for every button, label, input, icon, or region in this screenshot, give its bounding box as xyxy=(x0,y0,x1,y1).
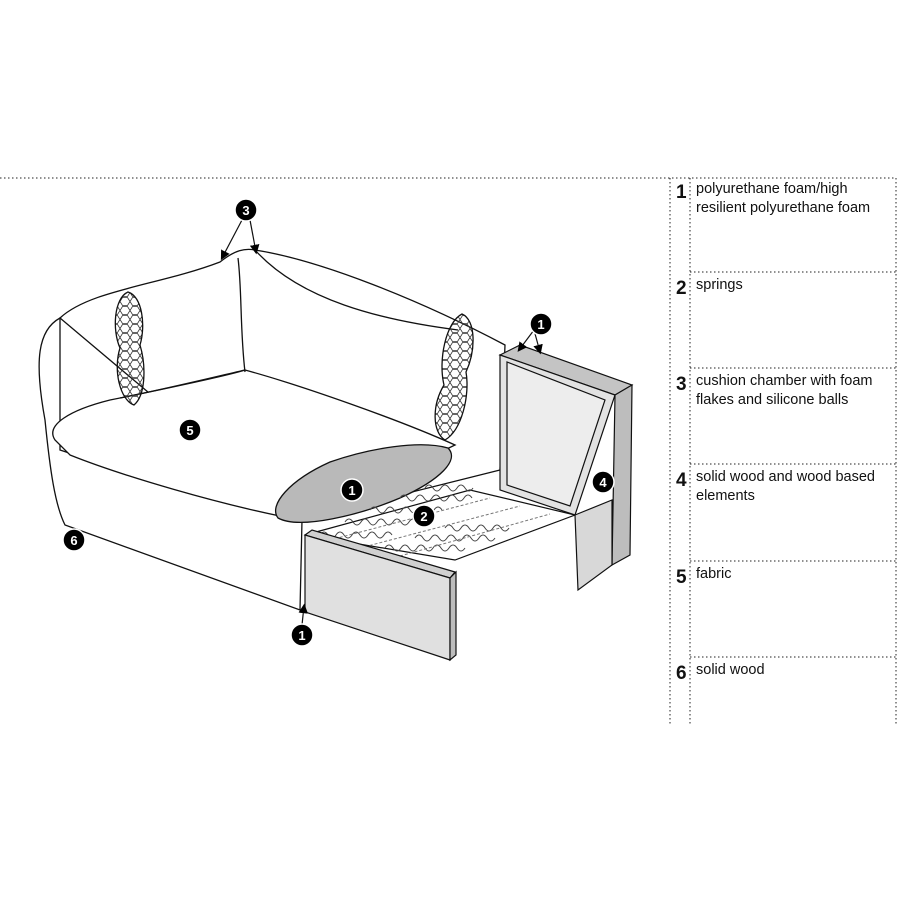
legend-text: springs xyxy=(696,277,743,293)
legend-number: 2 xyxy=(676,278,687,299)
callout-1-bottom-circle xyxy=(290,623,314,647)
callout-2-circle xyxy=(412,504,436,528)
callout-6: 6 xyxy=(70,533,77,548)
callout-3: 3 xyxy=(242,203,249,218)
callout-5-circle xyxy=(178,418,202,442)
sofa-upholstered-part xyxy=(38,248,506,611)
legend-number: 5 xyxy=(676,567,687,588)
dotted-frame xyxy=(0,177,897,725)
legend-text: cushion chamber with foam flakes and sil… xyxy=(696,373,873,408)
front-wood-panel xyxy=(303,529,457,662)
callout-1-cushion-circle xyxy=(340,478,364,502)
callout-4: 4 xyxy=(599,475,607,490)
legend-number: 3 xyxy=(676,374,687,395)
callout-1-cushion: 1 xyxy=(348,483,355,498)
callout-5: 5 xyxy=(186,423,193,438)
legend-number: 6 xyxy=(676,663,687,684)
callout-6-circle xyxy=(62,528,86,552)
callout-4-circle xyxy=(591,470,615,494)
callout-2: 2 xyxy=(420,509,427,524)
back-wood-frame xyxy=(498,344,634,592)
right-bolster xyxy=(434,313,474,441)
foam-cushion-cut xyxy=(275,444,453,523)
legend-text: solid wood and wood based elements xyxy=(696,469,875,504)
legend-text: fabric xyxy=(696,566,732,582)
legend-number: 1 xyxy=(676,182,687,203)
left-bolster xyxy=(114,291,145,406)
callout-1-bottom: 1 xyxy=(298,628,305,643)
callout-1-back-circle xyxy=(529,312,553,336)
leader-lines xyxy=(220,219,543,626)
callout-3-circle xyxy=(234,198,258,222)
legend-text: polyurethane foam/high resilient polyure… xyxy=(696,181,871,216)
callout-1-back: 1 xyxy=(537,317,544,332)
legend-number: 4 xyxy=(676,470,687,491)
legend-text: solid wood xyxy=(696,662,765,678)
